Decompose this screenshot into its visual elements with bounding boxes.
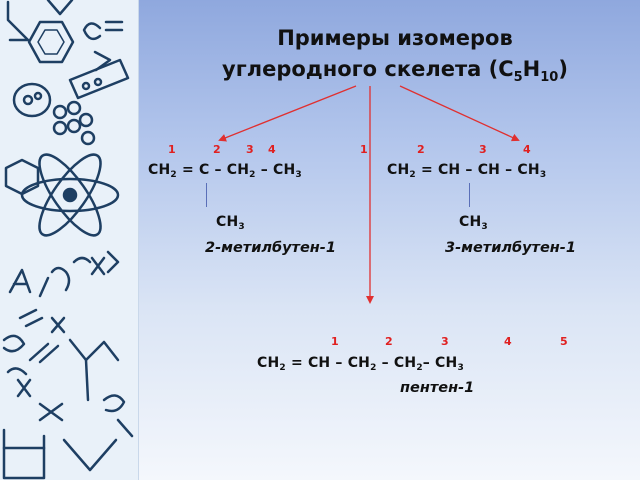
isomer3-number-3: 3 <box>441 335 449 348</box>
chemistry-doodles-illustration <box>2 0 134 480</box>
arrow-to-isomer1 <box>218 85 357 142</box>
isomer1-number-3: 3 <box>246 143 254 156</box>
arrow-to-isomer2 <box>399 85 520 142</box>
isomer2-number-1: 1 <box>360 143 368 156</box>
isomer2-number-2: 2 <box>417 143 425 156</box>
isomer1-number-4: 4 <box>268 143 276 156</box>
isomer3-number-4: 4 <box>504 335 512 348</box>
isomer2-formula: CH2 = CH – CH – CH3 <box>387 162 547 180</box>
isomer1-number-1: 1 <box>168 143 176 156</box>
isomer2-branch-methyl: CH3 <box>459 214 488 232</box>
isomer3-number-2: 2 <box>385 335 393 348</box>
isomer1-branch-methyl: CH3 <box>216 214 245 232</box>
isomer1-number-2: 2 <box>213 143 221 156</box>
isomer2-number-3: 3 <box>479 143 487 156</box>
isomer1-name: 2-метилбутен-1 <box>205 240 336 256</box>
isomer2-number-4: 4 <box>523 143 531 156</box>
isomer3-number-5: 5 <box>560 335 568 348</box>
isomer3-formula: CH2 = CH – CH2 – CH2– CH3 <box>257 355 464 373</box>
isomer1-formula: CH2 = C – CH2 – CH3 <box>148 162 302 180</box>
isomer1-branch-bond <box>206 183 207 207</box>
isomer3-number-1: 1 <box>331 335 339 348</box>
side-decoration <box>0 0 139 480</box>
isomer2-name: 3-метилбутен-1 <box>445 240 576 256</box>
slide-title-line2: углеродного скелета (C5H10) <box>222 57 568 85</box>
isomer3-name: пентен-1 <box>400 380 475 396</box>
isomer2-branch-bond <box>469 183 470 207</box>
slide-title-line1: Примеры изомеров <box>277 26 513 50</box>
